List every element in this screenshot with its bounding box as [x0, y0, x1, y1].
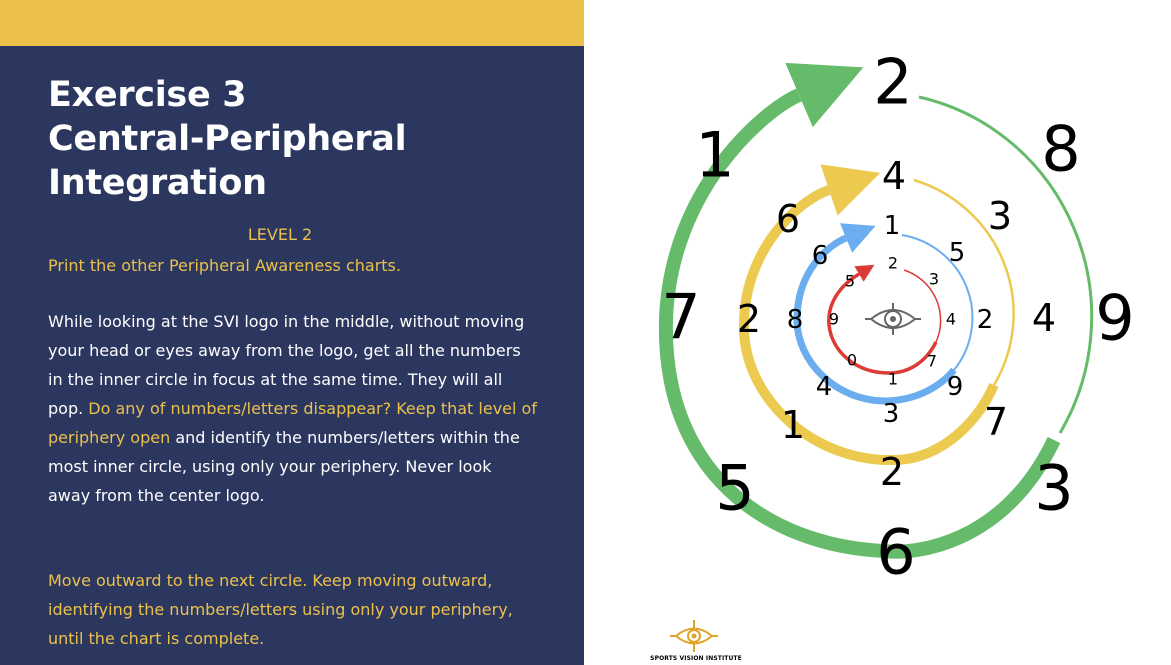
yellow-number: 4 [1032, 296, 1056, 340]
blue-number: 8 [787, 305, 804, 335]
sports-vision-institute-logo: SPORTS VISION INSTITUTE [648, 617, 744, 665]
red-number: 0 [847, 351, 857, 370]
logo-caption: SPORTS VISION INSTITUTE [650, 655, 742, 662]
green-number: 9 [1095, 282, 1134, 355]
instructions-part-1: While looking at the SVI logo in the mid… [48, 312, 525, 418]
blue-number: 6 [812, 241, 829, 271]
blue-number: 3 [883, 399, 900, 429]
green-number: 5 [715, 452, 754, 525]
blue-number: 9 [947, 372, 964, 402]
blue-number: 1 [884, 211, 901, 241]
green-ring-arrow [658, 62, 1061, 559]
yellow-number: 2 [880, 450, 904, 494]
instructions-highlight: Do any of numbers/letters disappear? Kee… [48, 399, 537, 447]
yellow-ring-numbers: 4 3 4 7 2 1 2 6 [737, 154, 1056, 494]
outro-paragraph: Move outward to the next circle. Keep mo… [48, 571, 513, 648]
yellow-number: 1 [781, 403, 805, 447]
red-number: 1 [888, 370, 898, 389]
yellow-number: 6 [776, 197, 800, 241]
yellow-number: 3 [988, 194, 1012, 238]
title-line-3: Integration [48, 163, 267, 203]
peripheral-awareness-chart: 2 8 9 3 6 5 7 1 4 3 4 7 2 1 2 6 1 5 2 9 … [658, 46, 1135, 589]
blue-ring-numbers: 1 5 2 9 3 4 8 6 [787, 211, 994, 429]
blue-ring-line [901, 234, 974, 371]
green-number: 3 [1034, 452, 1073, 525]
green-number: 7 [661, 281, 700, 354]
green-number: 6 [876, 516, 915, 589]
level-label: LEVEL 2 [247, 225, 313, 244]
green-number: 1 [695, 119, 734, 192]
yellow-number: 7 [984, 400, 1008, 444]
instruction-panel: Exercise 3 Central-Peripheral Integratio… [0, 0, 584, 665]
header-accent-band [0, 0, 584, 46]
instructions-part-3: and identify the numbers/letters within … [48, 428, 520, 505]
green-number: 8 [1041, 113, 1080, 186]
red-ring-line [903, 269, 942, 343]
title-line-1: Exercise 3 [48, 75, 247, 115]
red-number: 4 [946, 310, 956, 329]
green-number: 2 [873, 46, 912, 119]
red-ring-numbers: 2 3 4 7 1 0 9 5 [829, 254, 956, 389]
blue-ring-arrow [793, 223, 957, 405]
red-number: 5 [845, 272, 855, 291]
slide-title: Exercise 3 Central-Peripheral Integratio… [48, 73, 568, 205]
green-ring-line [918, 95, 1094, 434]
gold-eye-crosshair-icon [670, 620, 718, 652]
red-number: 2 [888, 254, 898, 273]
red-number: 3 [929, 270, 939, 289]
intro-paragraph: Print the other Peripheral Awareness cha… [48, 256, 401, 275]
blue-number: 5 [949, 238, 966, 268]
blue-number: 2 [977, 305, 994, 335]
red-ring-arrow [827, 264, 938, 375]
yellow-number: 4 [882, 154, 906, 198]
eye-crosshair-icon [865, 303, 921, 335]
title-line-2: Central-Peripheral [48, 119, 407, 159]
green-ring-numbers: 2 8 9 3 6 5 7 1 [661, 46, 1134, 589]
yellow-number: 2 [737, 297, 761, 341]
red-number: 9 [829, 310, 839, 329]
yellow-ring-line [913, 178, 1015, 386]
yellow-ring-arrow [738, 164, 999, 466]
instructions-paragraph: While looking at the SVI logo in the mid… [48, 307, 538, 510]
blue-number: 4 [816, 372, 833, 402]
red-number: 7 [927, 352, 937, 371]
